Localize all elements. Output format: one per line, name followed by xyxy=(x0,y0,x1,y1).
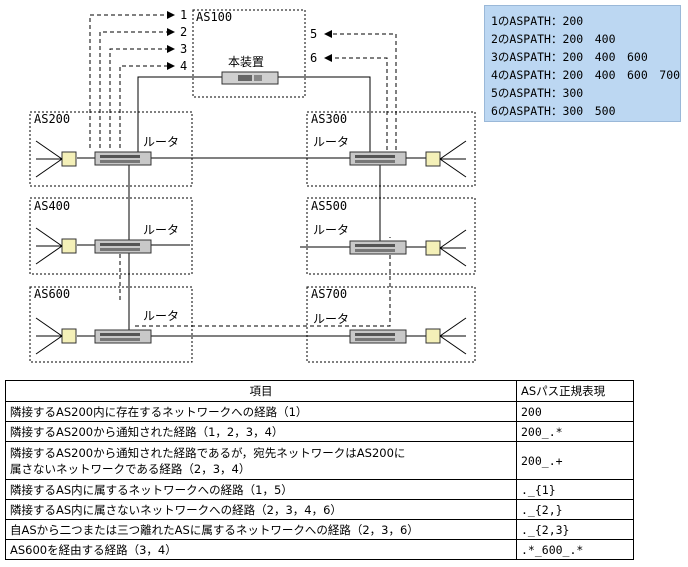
as300-box xyxy=(306,111,476,187)
as700-label: AS700 xyxy=(311,287,347,301)
as100-box xyxy=(192,9,306,98)
table-row: 隣接するAS内に属さないネットワークへの経路（2，3，4，6） ._{2,} xyxy=(5,499,634,520)
device-icon xyxy=(221,71,279,85)
router-as200-label: ルータ xyxy=(143,135,179,149)
lan-lines xyxy=(35,140,467,355)
router-as200-icon xyxy=(94,151,152,166)
router-as500-icon xyxy=(349,240,407,255)
row-pattern: ._{1} xyxy=(516,479,634,500)
row-item: 隣接するAS200から通知された経路であるが，宛先ネットワークはAS200に属さ… xyxy=(5,441,517,480)
row-pattern: ._{2,3} xyxy=(516,519,634,540)
route-arrows xyxy=(89,11,397,327)
as500-box xyxy=(306,197,476,275)
router-as300-icon xyxy=(349,151,407,166)
route-number-1: 1 xyxy=(180,8,187,22)
aspath-item: 2のASPATH：200 400 xyxy=(491,32,616,46)
header-item: 項目 xyxy=(5,380,517,402)
table-row: 隣接するAS200内に存在するネットワークへの経路（1） 200 xyxy=(5,401,634,422)
row-item-line: 隣接するAS200から通知された経路であるが，宛先ネットワークはAS200に xyxy=(10,445,406,460)
route-number-6: 6 xyxy=(310,51,317,65)
row-pattern: 200_.+ xyxy=(516,441,634,480)
as200-box xyxy=(29,111,193,187)
row-pattern: 200_.* xyxy=(516,421,634,442)
aspath-item: 1のASPATH：200 xyxy=(491,14,584,28)
router-as700-label: ルータ xyxy=(313,312,349,326)
table-row: 自ASから二つまたは三つ離れたASに属するネットワークへの経路（2，3，6） .… xyxy=(5,519,634,540)
router-as300-label: ルータ xyxy=(313,135,349,149)
row-item: 隣接するAS200から通知された経路（1，2，3，4） xyxy=(5,421,517,442)
header-pattern: ASパス正規表現 xyxy=(516,380,634,402)
row-item: AS600を経由する経路（3，4） xyxy=(5,539,517,560)
router-as600-label: ルータ xyxy=(143,309,179,323)
network-diagram: AS100 AS200 AS300 AS400 AS500 AS600 AS70… xyxy=(29,8,476,363)
table-header-row: 項目 ASパス正規表現 xyxy=(5,380,634,402)
table-row: 隣接するAS内に属するネットワークへの経路（1，5） ._{1} xyxy=(5,479,634,500)
as500-label: AS500 xyxy=(311,199,347,213)
as700-box xyxy=(306,286,476,363)
hub-icon xyxy=(61,151,441,344)
row-item: 隣接するAS内に属さないネットワークへの経路（2，3，4，6） xyxy=(5,499,517,520)
as100-label: AS100 xyxy=(196,10,232,24)
aspath-list: 1のASPATH：200 2のASPATH：200 400 3のASPATH：2… xyxy=(484,5,681,122)
table-row: AS600を経由する経路（3，4） .*_600_.* xyxy=(5,539,634,560)
row-pattern: ._{2,} xyxy=(516,499,634,520)
aspath-item: 6のASPATH：300 500 xyxy=(491,104,616,118)
router-as400-icon xyxy=(94,239,152,254)
route-number-5: 5 xyxy=(310,27,317,41)
router-as500-label: ルータ xyxy=(313,223,349,237)
as300-label: AS300 xyxy=(311,112,347,126)
aspath-item: 5のASPATH：300 xyxy=(491,86,584,100)
table-row: 隣接するAS200から通知された経路であるが，宛先ネットワークはAS200に属さ… xyxy=(5,441,634,480)
as400-box xyxy=(29,197,193,275)
row-item: 自ASから二つまたは三つ離れたASに属するネットワークへの経路（2，3，6） xyxy=(5,519,517,540)
row-item: 隣接するAS200内に存在するネットワークへの経路（1） xyxy=(5,401,517,422)
route-number-2: 2 xyxy=(180,25,187,39)
table-row: 隣接するAS200から通知された経路（1，2，3，4） 200_.* xyxy=(5,421,634,442)
router-as400-label: ルータ xyxy=(143,223,179,237)
solid-links xyxy=(77,76,430,337)
as600-label: AS600 xyxy=(34,287,70,301)
row-pattern: .*_600_.* xyxy=(516,539,634,560)
as200-label: AS200 xyxy=(34,112,70,126)
as600-box xyxy=(29,286,193,363)
route-number-3: 3 xyxy=(180,42,187,56)
regex-table: 項目 ASパス正規表現 隣接するAS200内に存在するネットワークへの経路（1）… xyxy=(5,380,634,560)
device-label: 本装置 xyxy=(228,55,264,69)
row-item: 隣接するAS内に属するネットワークへの経路（1，5） xyxy=(5,479,517,500)
as400-label: AS400 xyxy=(34,199,70,213)
router-as600-icon xyxy=(94,329,152,344)
row-pattern: 200 xyxy=(516,401,634,422)
aspath-item: 3のASPATH：200 400 600 xyxy=(491,50,648,64)
route-number-4: 4 xyxy=(180,59,187,73)
row-item-line: 属さないネットワークである経路（2，3，4） xyxy=(10,461,251,476)
router-as700-icon xyxy=(349,329,407,344)
aspath-item: 4のASPATH：200 400 600 700 xyxy=(491,68,681,82)
